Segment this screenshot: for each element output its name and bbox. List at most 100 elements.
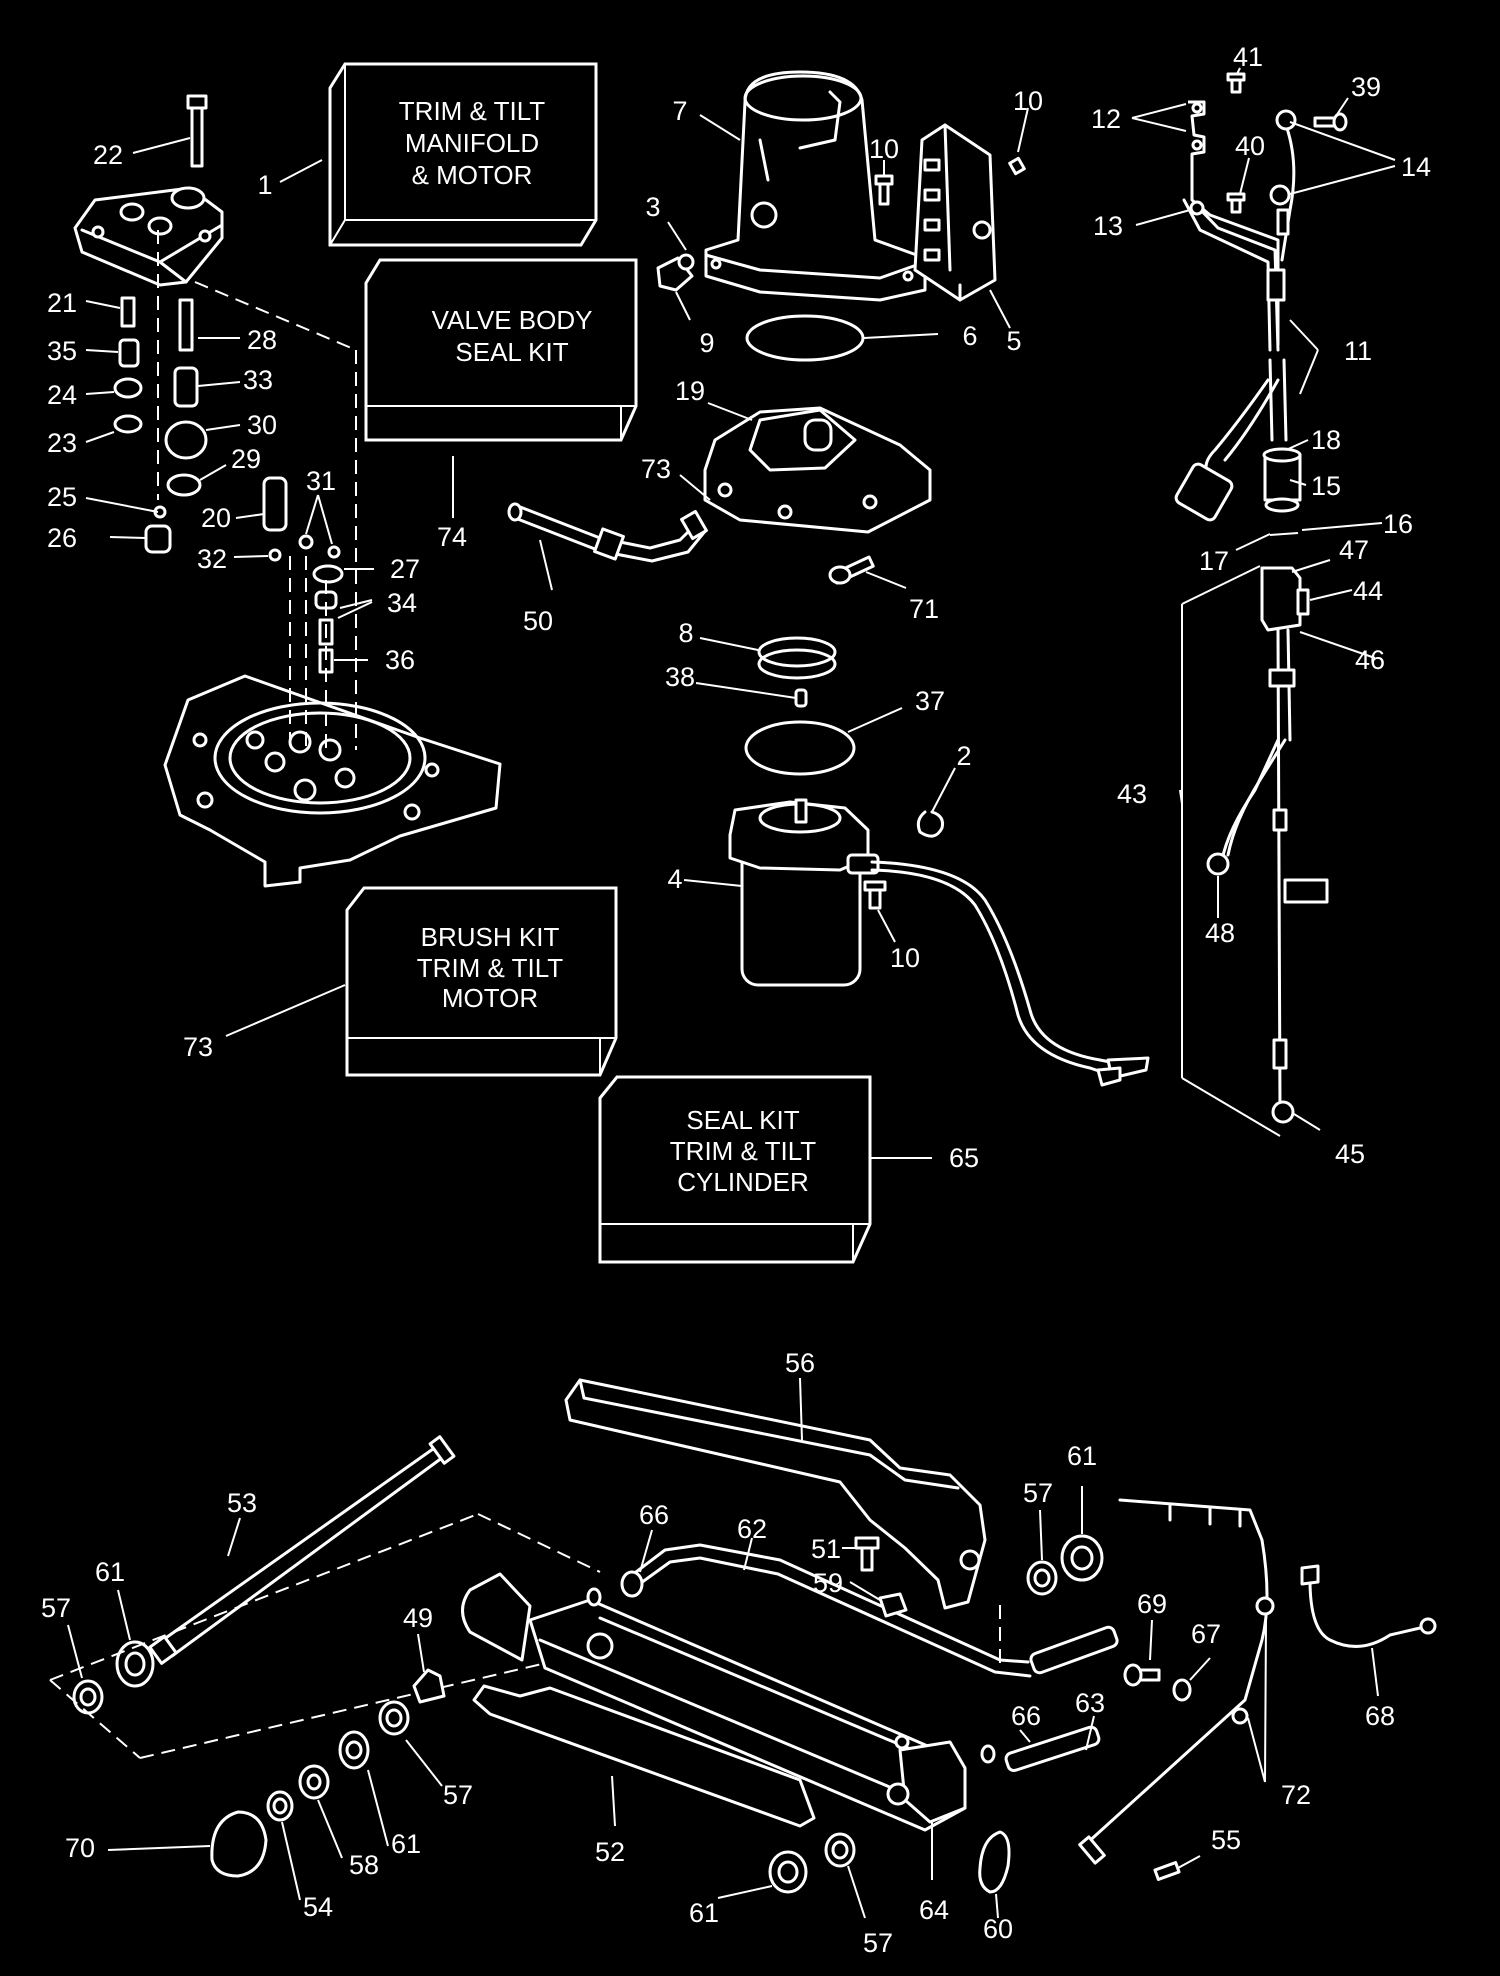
motor-wires-part [870,860,1150,1087]
callout-41: 41 [1233,42,1263,72]
callout-37: 37 [915,686,945,716]
harness-part [1174,100,1297,522]
callout-19: 19 [675,376,705,406]
callout-23: 23 [47,428,77,458]
callout-70: 70 [65,1833,95,1863]
hose-part [507,502,708,563]
kit-label-line: TRIM & TILT [670,1136,816,1166]
assembly-guide [477,1513,601,1573]
callout-56: 56 [785,1348,815,1378]
callout-72: 72 [1281,1780,1311,1810]
spring-part [178,298,194,352]
callout-40: 40 [1235,131,1265,161]
kit-label-line: SEAL KIT [455,337,568,367]
fitting-part [586,1587,1101,1773]
lower-harness-part [1206,566,1329,1124]
callout-47: 47 [1339,535,1369,565]
ball-part [327,545,341,559]
o-ring-part [113,414,143,434]
callout-12: 12 [1091,104,1121,134]
callout-21: 21 [47,288,77,318]
leader-lines [67,67,1396,1919]
callout-32: 32 [197,544,227,574]
callout-25: 25 [47,482,77,512]
o-ring-part [166,473,202,497]
callout-57: 57 [1023,1478,1053,1508]
seal-ring-part [744,720,856,776]
callout-9: 9 [699,328,714,358]
kit-label-line: & MOTOR [412,160,533,190]
washer-part [1269,532,1299,536]
callout-54: 54 [303,1892,333,1922]
pump-part [703,406,932,534]
callout-61: 61 [1067,1441,1097,1471]
callout-28: 28 [247,325,277,355]
callout-63: 63 [1075,1688,1105,1718]
callout-1: 1 [257,170,272,200]
callout-73: 73 [183,1032,213,1062]
callout-10: 10 [1013,86,1043,116]
kit-box-valve-body-seal: VALVE BODY SEAL KIT [364,258,638,442]
kit-label-line: TRIM & TILT [399,96,545,126]
assembly-guides-left [157,230,357,750]
fill-plug-part [656,253,695,292]
callout-numbers: 22 1 21 35 24 23 25 26 28 33 30 29 20 31… [41,42,1431,1958]
kit-box-cylinder-seal: SEAL KIT TRIM & TILT CYLINDER [598,1075,872,1264]
o-ring-part [312,564,344,584]
callout-71: 71 [909,594,939,624]
relay-block-part [913,123,997,302]
valve-body-part [163,674,502,888]
spring-part [120,296,136,328]
assembly-guide [49,1679,141,1759]
callout-61: 61 [391,1829,421,1859]
callout-10: 10 [890,943,920,973]
callout-8: 8 [678,618,693,648]
hose-part [620,1543,1119,1678]
kit-label-line: MOTOR [442,983,538,1013]
callout-53: 53 [227,1488,257,1518]
callout-15: 15 [1311,471,1341,501]
callout-20: 20 [201,503,231,533]
o-ring-part [745,314,865,362]
callout-30: 30 [247,410,277,440]
callout-68: 68 [1365,1701,1395,1731]
strap-part [472,1684,816,1828]
callout-51: 51 [811,1534,841,1564]
callout-24: 24 [47,380,77,410]
bushing-part [210,1534,1104,1894]
clip-part [916,810,944,838]
callout-14: 14 [1401,152,1431,182]
callout-43: 43 [1117,779,1147,809]
callout-66: 66 [1011,1701,1041,1731]
callout-62: 62 [737,1514,767,1544]
bushing-part [72,1640,155,1715]
callout-4: 4 [667,864,682,894]
kit-box-brush: BRUSH KIT TRIM & TILT MOTOR [345,886,618,1077]
small-hardware-part [854,1536,1192,1881]
bracket-line [1181,1077,1281,1137]
callout-61: 61 [95,1557,125,1587]
kit-label-line: VALVE BODY [432,305,593,335]
plug-part [113,377,143,399]
callout-69: 69 [1137,1589,1167,1619]
ball-part [298,534,314,550]
callout-73: 73 [641,454,671,484]
clamp-part [757,636,837,680]
callout-3: 3 [645,192,660,222]
motor-screw-part [863,880,887,910]
valve-part [262,476,288,532]
reservoir-part [704,70,927,302]
callout-66: 66 [639,1500,669,1530]
callout-35: 35 [47,336,77,366]
callout-74: 74 [437,522,467,552]
callout-26: 26 [47,523,77,553]
callout-52: 52 [595,1837,625,1867]
callout-55: 55 [1211,1825,1241,1855]
bolt-part [186,94,208,168]
callout-64: 64 [919,1895,949,1925]
pin-part [794,688,808,708]
callout-31: 31 [306,466,336,496]
kit-label-line: TRIM & TILT [417,953,563,983]
